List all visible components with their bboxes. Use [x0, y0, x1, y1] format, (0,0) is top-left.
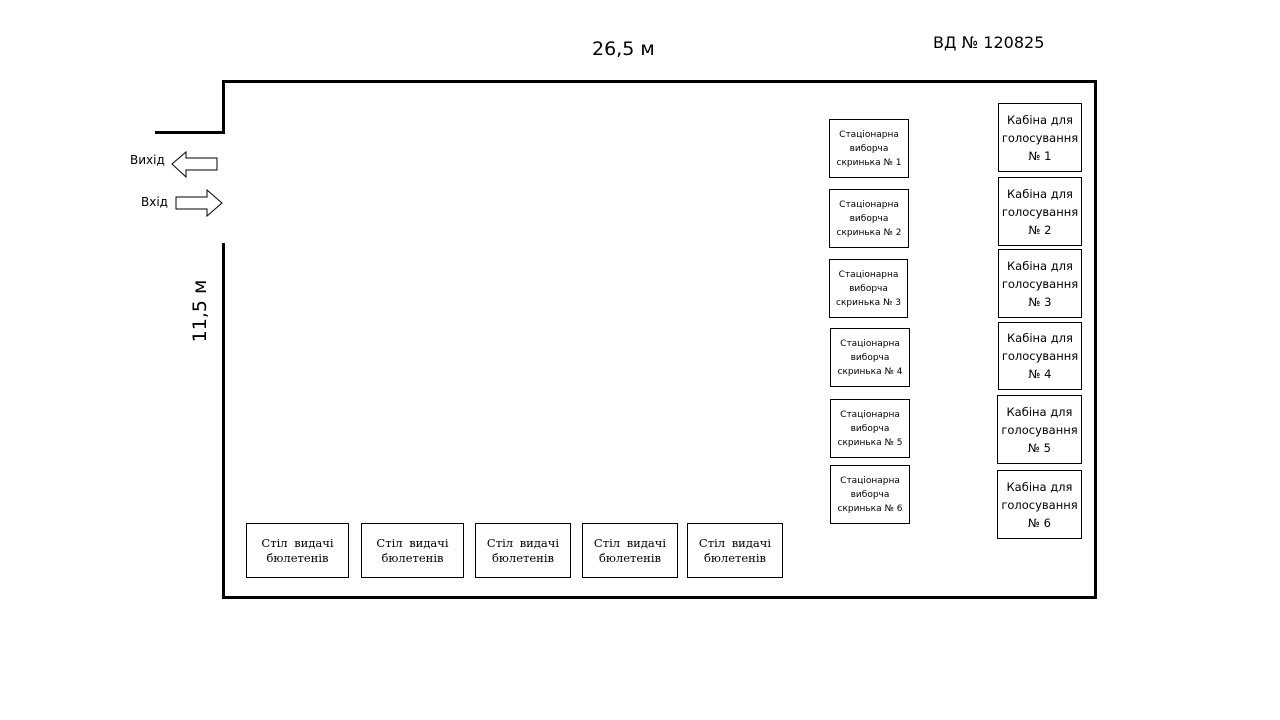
entry-label: Вхід [141, 195, 168, 209]
wall-left-lower [222, 243, 225, 599]
ballot-box-6: Стаціонарна виборча скринька № 6 [830, 465, 910, 524]
height-dimension: 11,5 м [189, 279, 211, 343]
ballot-issue-table-3: Стіл видачі бюлетенів [475, 523, 571, 578]
voting-booth-5: Кабіна для голосування № 5 [997, 395, 1082, 464]
wall-bottom [222, 596, 1097, 599]
wall-left-upper [222, 80, 225, 133]
ballot-issue-table-1: Стіл видачі бюлетенів [246, 523, 349, 578]
voting-booth-1: Кабіна для голосування № 1 [998, 103, 1082, 172]
voting-booth-6: Кабіна для голосування № 6 [997, 470, 1082, 539]
ballot-box-5: Стаціонарна виборча скринька № 5 [830, 399, 910, 458]
voting-booth-3: Кабіна для голосування № 3 [998, 249, 1082, 318]
voting-booth-2: Кабіна для голосування № 2 [998, 177, 1082, 246]
arrow-left-icon [171, 150, 218, 179]
exit-label: Вихід [130, 153, 165, 167]
ballot-box-2: Стаціонарна виборча скринька № 2 [829, 189, 909, 248]
ballot-box-3: Стаціонарна виборча скринька № 3 [829, 259, 908, 318]
width-dimension: 26,5 м [592, 38, 655, 60]
wall-right [1094, 80, 1097, 599]
wall-top [222, 80, 1097, 83]
ballot-issue-table-2: Стіл видачі бюлетенів [361, 523, 464, 578]
arrow-right-icon [175, 189, 223, 218]
ballot-issue-table-5: Стіл видачі бюлетенів [687, 523, 783, 578]
polling-station-id: ВД № 120825 [933, 33, 1045, 52]
ballot-box-1: Стаціонарна виборча скринька № 1 [829, 119, 909, 178]
wall-door-ledge [155, 131, 225, 134]
voting-booth-4: Кабіна для голосування № 4 [998, 322, 1082, 390]
ballot-issue-table-4: Стіл видачі бюлетенів [582, 523, 678, 578]
ballot-box-4: Стаціонарна виборча скринька № 4 [830, 328, 910, 387]
